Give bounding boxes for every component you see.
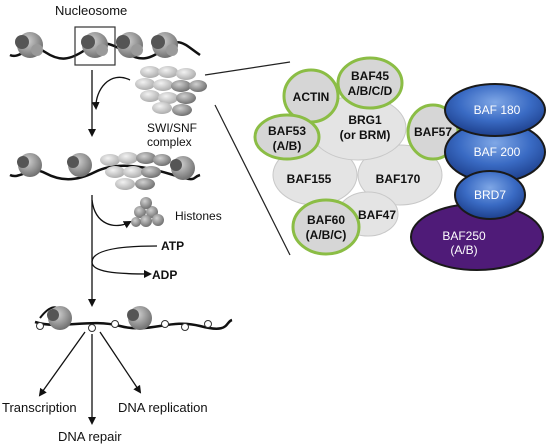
- nucleosome-icon: [47, 306, 72, 330]
- label-brg1: BRG1: [348, 113, 382, 127]
- outcome-dna-repair: DNA repair: [58, 429, 122, 444]
- subunit-baf170: [357, 144, 443, 206]
- arrow-dna-replication: [99, 331, 142, 394]
- complex-binding-arrow: [91, 76, 131, 110]
- subunit-labels: ACTIN BAF45 A/B/C/D BAF53 (A/B) BRG1 (or…: [268, 69, 521, 257]
- label-baf60-variants: (A/B/C): [306, 228, 347, 242]
- swisnf-label-line1: SWI/SNF: [147, 121, 197, 135]
- remodeled-chromatin: [34, 306, 233, 332]
- label-baf45: BAF45: [351, 69, 389, 83]
- label-baf250: BAF250: [442, 229, 486, 243]
- nucleosome-icon: [151, 32, 178, 58]
- outcome-transcription: Transcription: [2, 400, 77, 415]
- subunit-baf180: [444, 83, 546, 137]
- subunit-baf53: [253, 113, 321, 161]
- zoom-line-top: [204, 61, 291, 76]
- label-baf45-variants: A/B/C/D: [348, 84, 393, 98]
- selected-nucleosome-box: [74, 26, 116, 66]
- zoom-line-bottom: [214, 104, 291, 256]
- label-baf60: BAF60: [307, 213, 345, 227]
- nucleosome-icon: [17, 153, 42, 177]
- nucleosome-icon: [116, 32, 143, 58]
- histone-release-arrow: [91, 199, 132, 229]
- complex-subunits: [253, 56, 546, 271]
- adp-label: ADP: [152, 268, 177, 282]
- label-actin: ACTIN: [293, 90, 330, 104]
- label-brd7: BRD7: [474, 188, 506, 202]
- label-baf170: BAF170: [376, 172, 421, 186]
- atp-label: ATP: [161, 239, 184, 253]
- nucleosome-icon: [15, 32, 43, 58]
- nucleosome-array-top: [9, 26, 201, 66]
- nucleosome-icon: [67, 153, 92, 177]
- label-baf57: BAF57: [414, 125, 452, 139]
- swisnf-label-line2: complex: [147, 135, 192, 149]
- label-baf53: BAF53: [268, 124, 306, 138]
- atp-hydrolysis-arrow: [91, 245, 158, 278]
- arrow-transcription: [38, 331, 86, 397]
- label-baf53-variants: (A/B): [273, 139, 302, 153]
- label-baf250-variants: (A/B): [450, 243, 477, 257]
- swisnf-complex-bound-icon: [100, 152, 171, 190]
- nucleosome-array-remodeling: [9, 152, 201, 190]
- subunit-baf60: [291, 198, 361, 256]
- histones-icon: [131, 197, 164, 227]
- nucleosome-icon: [170, 156, 195, 180]
- label-baf47: BAF47: [358, 208, 396, 222]
- label-baf155: BAF155: [287, 172, 332, 186]
- nucleosome-icon: [81, 32, 108, 58]
- label-baf180: BAF 180: [474, 103, 521, 117]
- nucleosome-label: Nucleosome: [55, 3, 127, 18]
- nucleosome-icon: [127, 306, 152, 330]
- subunit-baf45: [336, 56, 404, 110]
- label-baf200: BAF 200: [474, 145, 521, 159]
- subunit-brd7: [454, 170, 526, 220]
- swisnf-complex-icon: [135, 66, 207, 116]
- histones-label: Histones: [175, 209, 222, 223]
- label-brg1-alt: (or BRM): [340, 128, 391, 142]
- outcome-dna-replication: DNA replication: [118, 400, 208, 415]
